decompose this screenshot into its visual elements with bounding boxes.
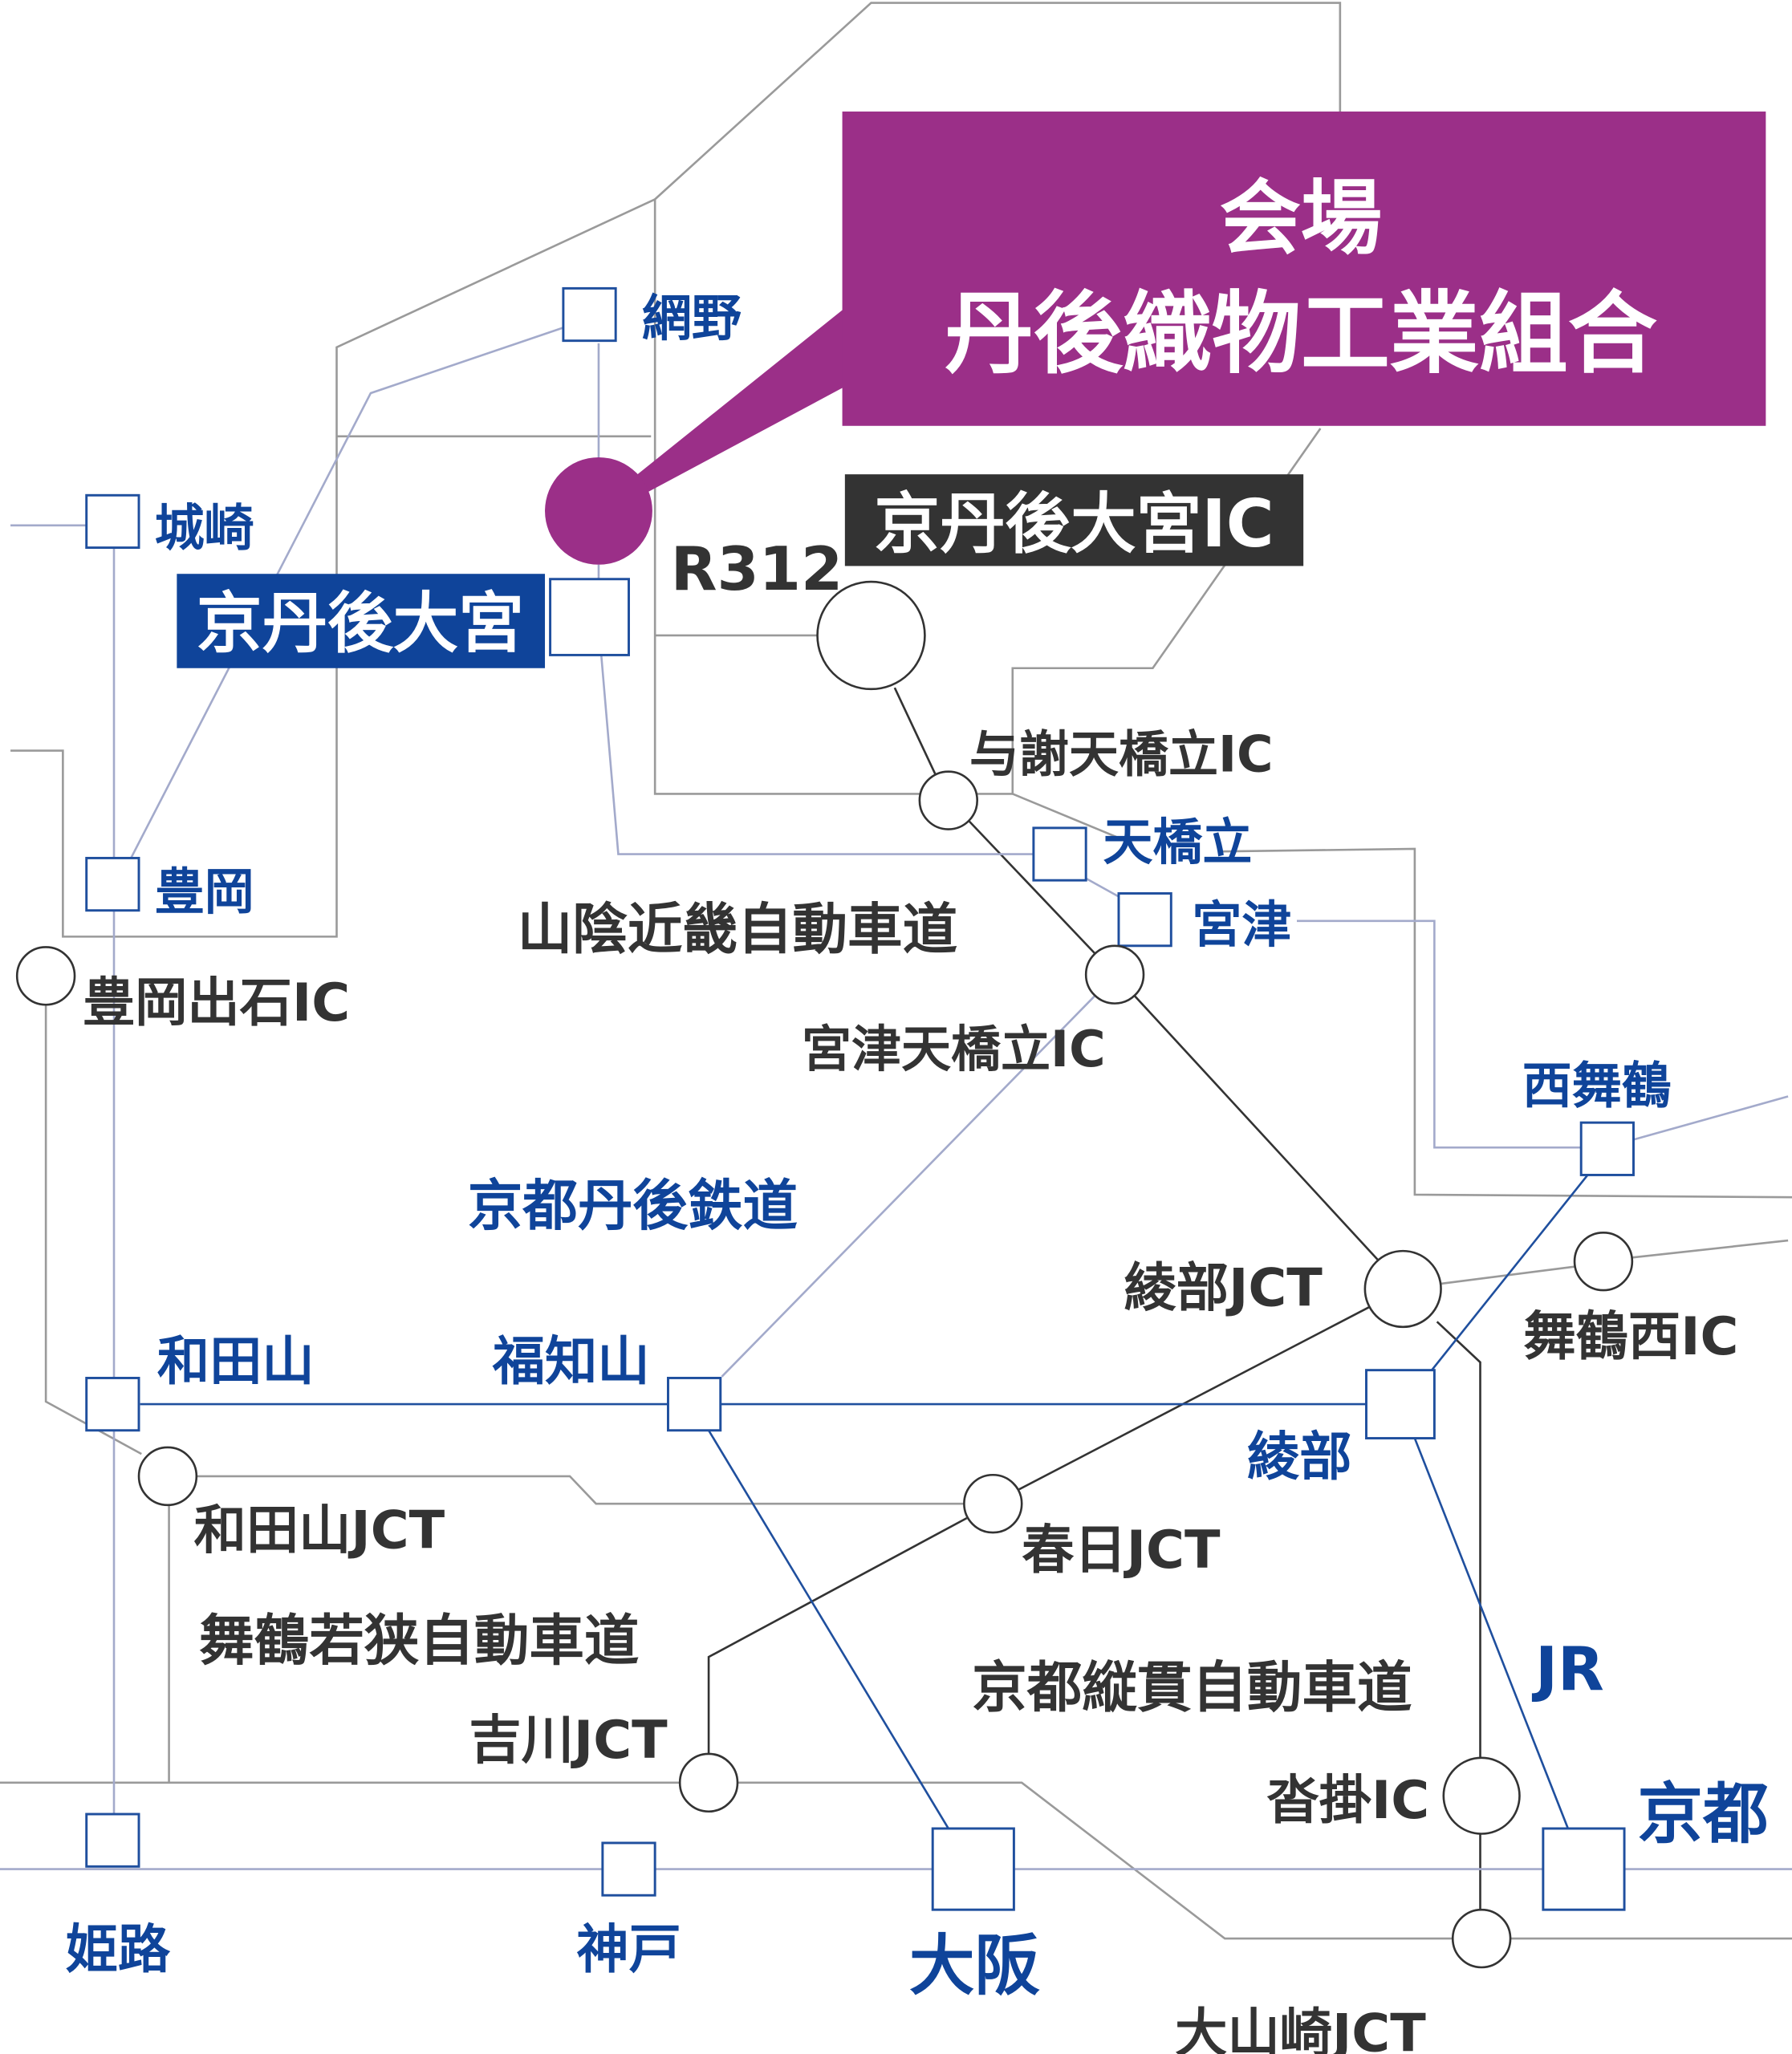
ic-marker-kutsukake	[1442, 1756, 1521, 1835]
ic-marker-oyamazaki-jct	[1451, 1908, 1512, 1969]
expressway	[893, 687, 937, 775]
ic-marker-wadayama-jct	[137, 1446, 198, 1507]
road	[654, 2, 1342, 201]
roads-gray	[0, 2, 1792, 1940]
interchange-markers	[15, 580, 1634, 1969]
station-marker-nishimaizuru	[1579, 1121, 1635, 1176]
station-marker-kinosaki	[85, 493, 140, 550]
station-label-nishimaizuru: 西舞鶴	[1522, 1057, 1672, 1115]
ic-marker-yosa	[918, 770, 979, 830]
ic-label-wadayama-jct: 和田山JCT	[194, 1500, 445, 1561]
expressway	[1133, 994, 1380, 1261]
station-label-osaka: 大阪	[909, 1928, 1041, 2004]
station-marker-osaka	[931, 1827, 1015, 1911]
road	[737, 1781, 1454, 1940]
venue-marker	[545, 457, 652, 565]
rail-line	[1431, 1174, 1589, 1371]
road-label-kyoto-jukan: 京都縦貫自動車道	[972, 1656, 1412, 1720]
rail-line	[130, 327, 564, 859]
rail-line	[1083, 876, 1121, 899]
ic-marker-r312	[816, 580, 926, 691]
ic-marker-miyazu	[1084, 944, 1145, 1005]
station-label-ayabe: 綾部	[1247, 1427, 1352, 1488]
station-highlight-box	[177, 574, 546, 668]
ic-label-maizuru-nishi: 舞鶴西IC	[1523, 1306, 1738, 1367]
ic-marker-ayabe-jct	[1363, 1249, 1442, 1329]
station-marker-miyazu	[1117, 892, 1172, 948]
station-label-toyooka: 豊岡	[155, 863, 254, 921]
ic-label-kasuga-jct: 春日JCT	[1022, 1520, 1221, 1581]
callout-pointer	[632, 307, 845, 496]
ic-highlight-box	[844, 474, 1304, 566]
road-label-r312: R312	[671, 534, 843, 604]
station-label-fukuchiyama: 福知山	[492, 1331, 650, 1392]
station-marker-himeji	[85, 1812, 140, 1868]
station-label-kinosaki: 城崎	[155, 498, 254, 557]
road	[1631, 1239, 1789, 1259]
road-label-maizuru-wakasa: 舞鶴若狭自動車道	[199, 1609, 639, 1673]
road	[1218, 847, 1792, 1199]
expressway	[1018, 1306, 1370, 1491]
rail-line	[707, 1430, 949, 1829]
venue-name: 丹後織物工業組合	[945, 282, 1657, 386]
railways	[0, 327, 1792, 1870]
station-marker-ayabe	[1365, 1369, 1436, 1440]
ic-label-ayabe-jct: 綾部JCT	[1124, 1258, 1323, 1319]
expressway	[707, 1516, 968, 1754]
station-label-himeji: 姫路	[66, 1919, 171, 1980]
station-label-kobe: 神戸	[576, 1919, 681, 1980]
road-label-sanin-kinki: 山陰近畿自動車道	[518, 898, 957, 962]
venue-heading: 会場	[1220, 171, 1382, 266]
ic-marker-yokawa-jct	[678, 1752, 739, 1813]
station-marker-wadayama	[85, 1376, 140, 1432]
rail-line	[1633, 1095, 1789, 1141]
ic-label-yokawa-jct: 吉川JCT	[469, 1710, 668, 1771]
ic-label-toyooka-izushi: 豊岡出石IC	[83, 972, 350, 1033]
ic-label-miyazu-amanohashidate: 宮津天橋立IC	[802, 1020, 1106, 1078]
road	[196, 1475, 966, 1505]
ic-label-kutsukake: 沓掛IC	[1266, 1770, 1429, 1831]
station-marker-fukuchiyama	[667, 1376, 722, 1432]
station-marker-toyooka	[85, 856, 140, 912]
station-label-amino: 網野	[642, 289, 742, 347]
road	[1296, 919, 1582, 1149]
ic-highlight-label: 京丹後大宮IC	[874, 486, 1274, 562]
venue-box	[842, 112, 1766, 426]
ic-label-yosa-amanohashidate: 与謝天橋立IC	[969, 725, 1274, 784]
rail-line	[1413, 1438, 1570, 1829]
station-marker-kyoto	[1542, 1827, 1626, 1911]
road	[1012, 793, 1121, 840]
venue-callout: 会場 丹後織物工業組合	[545, 112, 1766, 565]
station-marker-amanohashidate	[1032, 826, 1087, 882]
ic-label-oyamazaki-jct: 大山崎JCT	[1175, 2003, 1426, 2054]
rail-label-kyoto-tango: 京都丹後鉄道	[468, 1174, 798, 1238]
expressway	[1436, 1321, 1481, 1758]
rail-label-jr: JR	[1531, 1634, 1604, 1704]
road	[976, 428, 1322, 795]
expressways	[707, 687, 1481, 1910]
road	[44, 1005, 142, 1455]
ic-marker-maizuru-nishi	[1573, 1231, 1634, 1292]
station-marker-amino	[562, 286, 617, 343]
station-markers	[85, 286, 1635, 1911]
station-marker-kyotango-omiya	[549, 578, 630, 656]
station-marker-kobe	[601, 1841, 656, 1897]
rail-line	[721, 994, 1096, 1378]
station-label-miyazu: 宮津	[1192, 895, 1291, 954]
expressway	[968, 820, 1096, 955]
station-label-kyoto: 京都	[1637, 1776, 1768, 1853]
station-label-wadayama: 和田山	[157, 1331, 315, 1392]
station-label-amanohashidate: 天橋立	[1103, 813, 1252, 871]
ic-marker-kasuga-jct	[963, 1473, 1023, 1534]
ic-marker-toyooka-izushi	[15, 946, 76, 1006]
station-highlight-label: 京丹後大宮	[197, 586, 524, 662]
rail-line	[599, 655, 1034, 855]
